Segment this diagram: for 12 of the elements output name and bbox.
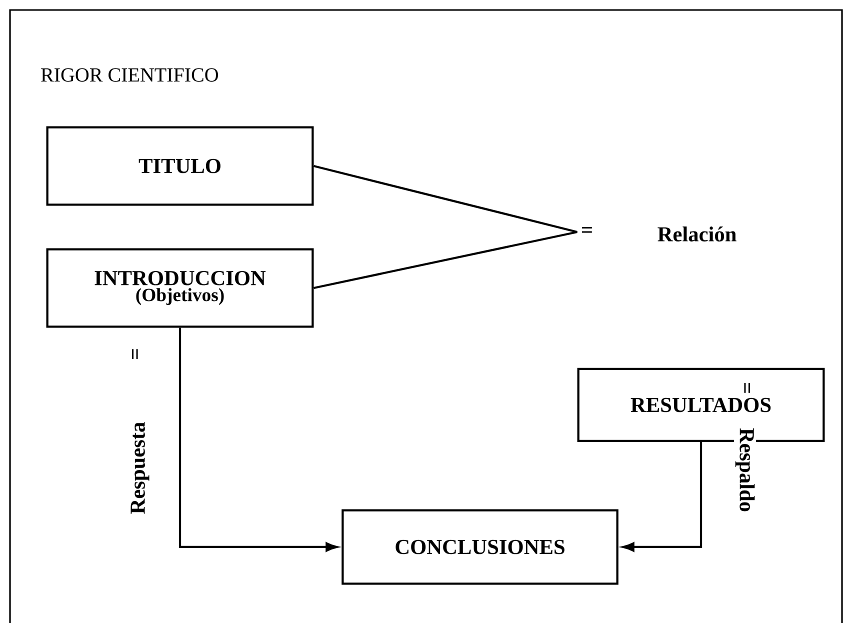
equals-sign: = [132,349,138,359]
edge-label: Respaldo [734,426,756,514]
edge-label: Respuesta [129,420,151,516]
relation-label: Relación [658,226,736,242]
equals-sign: = [744,382,750,393]
process-box: TITULO [46,126,314,206]
title: RIGOR CIENTIFICO [41,68,218,82]
process-box: CONCLUSIONES [342,509,618,585]
connector [313,164,578,234]
connector [314,230,578,290]
equals-sign: = [582,227,592,233]
process-box: INTRODUCCION (Objetivos) [46,248,314,328]
